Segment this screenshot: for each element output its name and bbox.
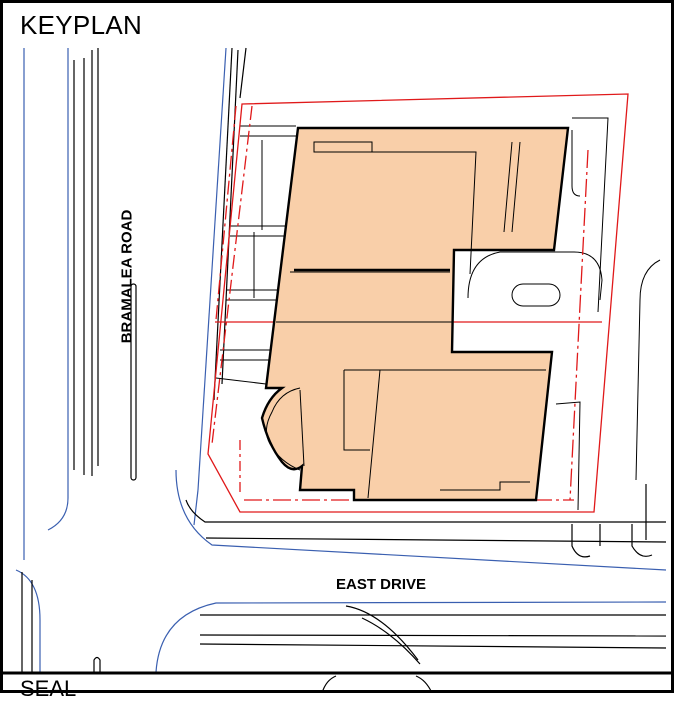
bramalea-road	[23, 47, 247, 560]
site-linework	[215, 117, 661, 511]
seal-title: SEAL	[20, 676, 77, 701]
keyplan-title: KEYPLAN	[20, 10, 143, 40]
building-footprint	[260, 126, 570, 502]
street-label-bramalea-road: BRAMALEA ROAD	[118, 209, 136, 344]
keyplan-frame	[0, 0, 674, 694]
east-drive	[15, 469, 667, 673]
street-label-east-drive: EAST DRIVE	[336, 576, 427, 593]
